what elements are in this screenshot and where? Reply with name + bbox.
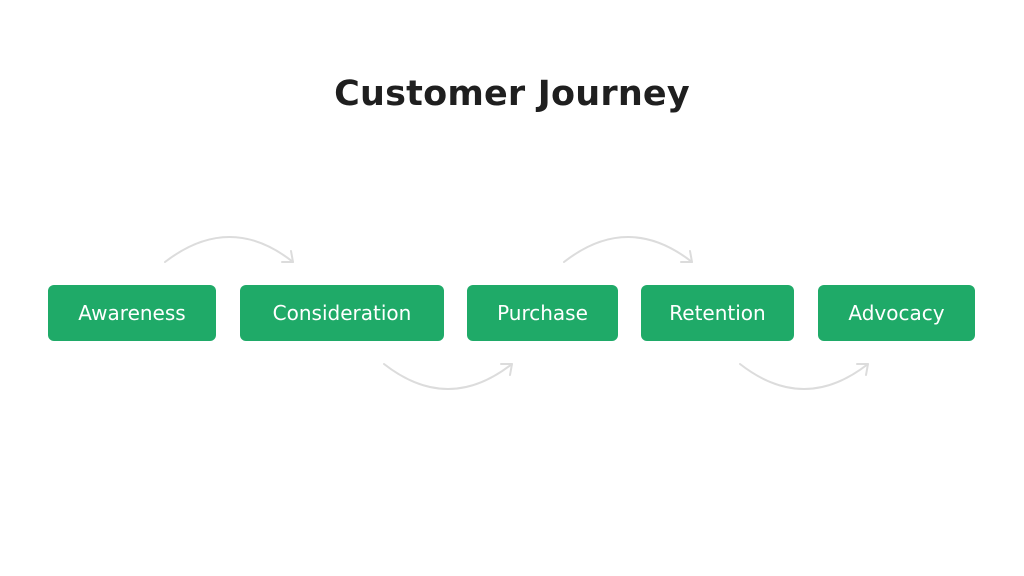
curved-arrow-icon <box>739 363 869 390</box>
curved-arrow-icon <box>563 236 693 263</box>
stage-purchase: Purchase <box>467 285 618 341</box>
page-title: Customer Journey <box>334 74 690 114</box>
curved-arrow-icon <box>383 363 513 390</box>
stage-retention: Retention <box>641 285 794 341</box>
stage-awareness: Awareness <box>48 285 216 341</box>
stage-advocacy: Advocacy <box>818 285 975 341</box>
stage-consideration: Consideration <box>240 285 444 341</box>
curved-arrow-icon <box>164 236 294 263</box>
